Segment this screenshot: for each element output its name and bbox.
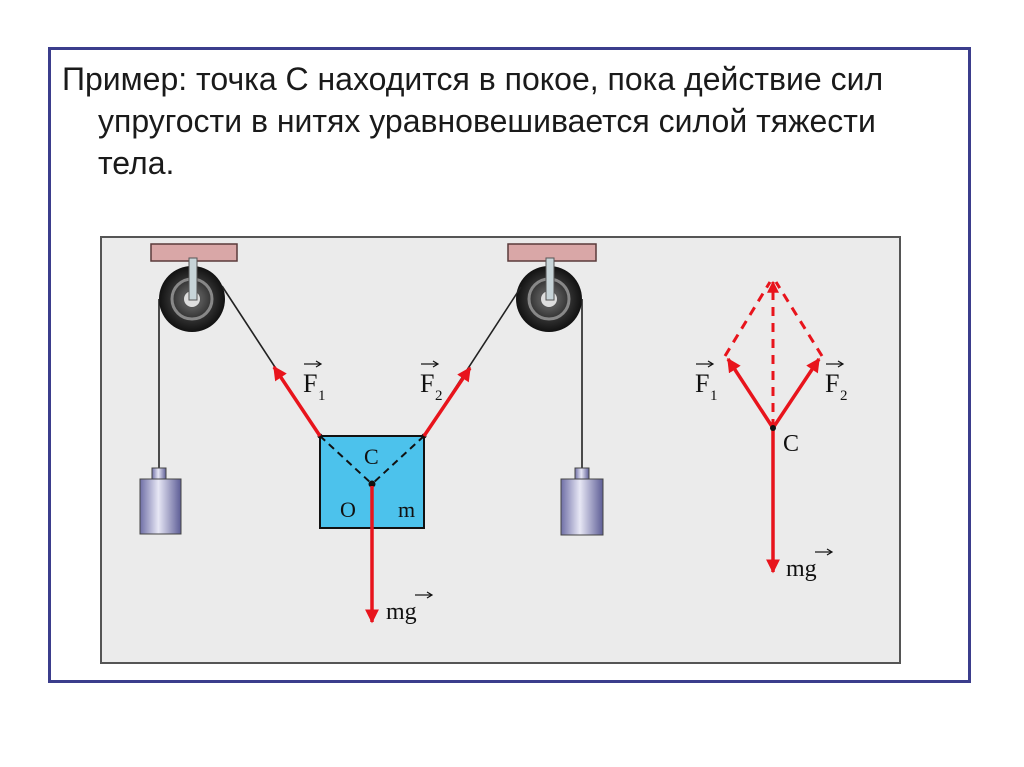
label-mg-left: mg bbox=[386, 591, 434, 625]
svg-text:2: 2 bbox=[840, 388, 848, 404]
left-weight bbox=[139, 467, 182, 535]
vector-parallelogram bbox=[723, 280, 824, 574]
label-f2-left: F 2 bbox=[420, 360, 443, 404]
svg-text:F: F bbox=[695, 369, 709, 398]
label-m-block: m bbox=[398, 497, 415, 522]
vector-f1-arrow bbox=[726, 357, 775, 429]
svg-text:F: F bbox=[420, 369, 434, 398]
svg-text:1: 1 bbox=[710, 388, 718, 404]
label-f1-left: F 1 bbox=[303, 360, 326, 404]
svg-text:mg: mg bbox=[786, 556, 817, 582]
label-c-right: C bbox=[783, 431, 799, 457]
right-weight bbox=[560, 467, 604, 536]
right-pulley-bracket bbox=[545, 257, 555, 301]
svg-text:mg: mg bbox=[386, 599, 417, 625]
vector-f2-arrow bbox=[771, 357, 821, 429]
force-f1-arrow bbox=[272, 365, 322, 437]
left-pulley-assembly bbox=[150, 243, 238, 332]
svg-text:F: F bbox=[303, 369, 317, 398]
caption-text: Пример: точка С находится в покое, пока … bbox=[62, 58, 962, 184]
svg-text:1: 1 bbox=[318, 388, 326, 404]
label-mg-right: mg bbox=[786, 548, 834, 582]
caption-line-2: упругости в нитях уравновешивается силой… bbox=[98, 103, 876, 139]
caption-line-3: тела. bbox=[98, 145, 175, 181]
label-o-block: O bbox=[340, 497, 356, 522]
label-c-block: C bbox=[364, 444, 379, 469]
svg-text:F: F bbox=[825, 369, 839, 398]
label-f1-right: F 1 bbox=[695, 360, 718, 404]
label-f2-right: F 2 bbox=[825, 360, 848, 404]
physics-figure bbox=[100, 236, 901, 664]
caption-line-1: Пример: точка С находится в покое, пока … bbox=[62, 61, 884, 97]
svg-text:2: 2 bbox=[435, 388, 443, 404]
force-f2-arrow bbox=[422, 366, 472, 437]
right-pulley-assembly bbox=[507, 243, 597, 332]
